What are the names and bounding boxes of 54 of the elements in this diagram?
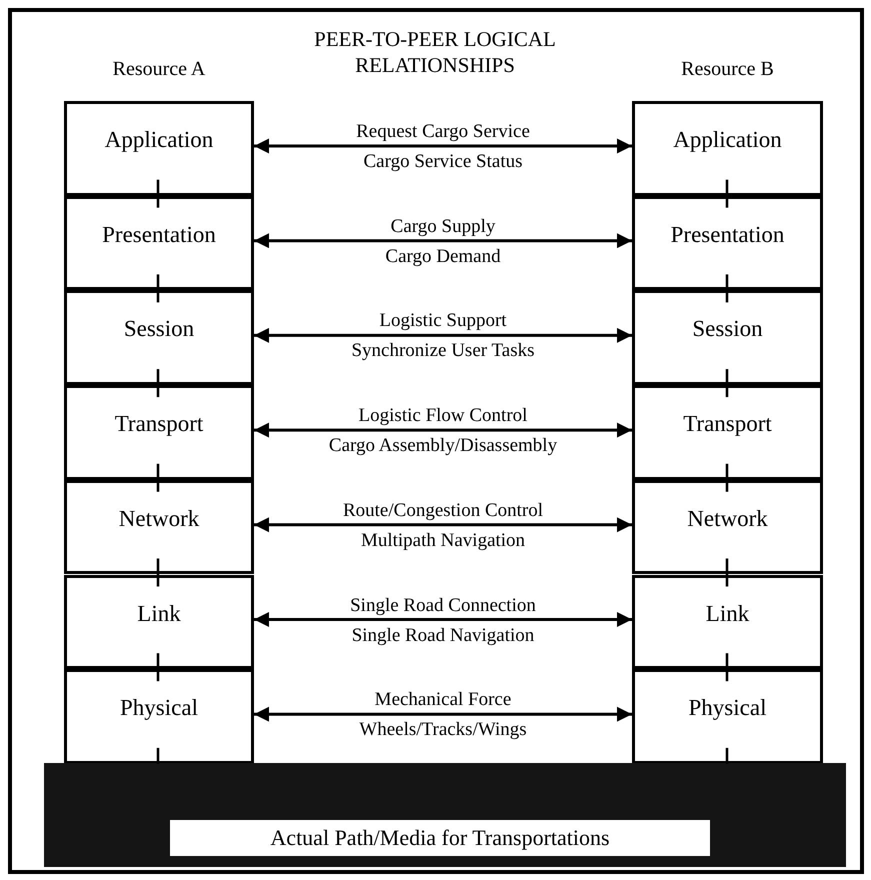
- edge-label: Cargo Supply: [390, 214, 496, 238]
- layer-box: [64, 101, 254, 196]
- edge-sublabel: Multipath Navigation: [360, 528, 526, 552]
- edge-label: Logistic Support: [378, 309, 508, 332]
- layer-label: Session: [122, 315, 196, 344]
- double-arrow: [254, 138, 632, 154]
- edge-sublabel: Single Road Navigation: [350, 624, 536, 646]
- layer-label: Transport: [114, 410, 204, 438]
- double-arrow: [254, 328, 632, 343]
- edge-sublabel: Wheels/Tracks/Wings: [358, 718, 528, 742]
- layer-label: Network: [686, 504, 769, 533]
- layer-box: [632, 574, 823, 670]
- layer-box: [64, 385, 254, 480]
- column-heading: Resource A: [112, 58, 206, 81]
- edge-sublabel: Cargo Demand: [384, 244, 502, 268]
- column-heading: Resource B: [680, 58, 775, 81]
- edge-sublabel: Synchronize User Tasks: [350, 339, 536, 362]
- double-arrow: [254, 612, 632, 627]
- edge-label: Route/Congestion Control: [342, 498, 544, 522]
- layer-box: [632, 480, 823, 574]
- media-label: Actual Path/Media for Transportations: [170, 820, 710, 856]
- layer-label: Session: [691, 315, 764, 344]
- layer-box: [632, 290, 823, 386]
- layer-label: Presentation: [101, 220, 217, 249]
- layer-box: [64, 196, 254, 290]
- layer-box: [64, 290, 254, 386]
- layer-label: Physical: [119, 694, 199, 722]
- layer-box: [64, 574, 254, 670]
- layer-label: Presentation: [670, 220, 786, 249]
- media-band: [44, 762, 846, 867]
- edge-label: Logistic Flow Control: [358, 404, 528, 428]
- layer-label: Application: [672, 126, 783, 154]
- layer-label: Transport: [682, 410, 773, 438]
- layer-box: [64, 480, 254, 574]
- layer-box: [632, 385, 823, 480]
- double-arrow: [254, 517, 632, 532]
- edge-sublabel: Cargo Service Status: [362, 150, 524, 173]
- layer-label: Link: [136, 600, 182, 628]
- edge-sublabel: Cargo Assembly/Disassembly: [328, 434, 558, 458]
- layer-label: Application: [104, 126, 214, 154]
- double-arrow: [254, 706, 632, 722]
- edge-label: Single Road Connection: [349, 594, 537, 616]
- edge-label: Mechanical Force: [374, 688, 512, 712]
- layer-box: [632, 669, 823, 764]
- layer-label: Network: [118, 504, 200, 533]
- double-arrow: [254, 422, 632, 438]
- edge-label: Request Cargo Service: [355, 120, 531, 143]
- double-arrow: [254, 233, 632, 248]
- layer-label: Link: [704, 600, 750, 628]
- layer-box: [64, 669, 254, 764]
- layer-box: [632, 101, 823, 196]
- diagram-title: PEER-TO-PEER LOGICAL RELATIONSHIPS: [313, 26, 557, 78]
- layer-label: Physical: [688, 694, 768, 722]
- layer-box: [632, 196, 823, 290]
